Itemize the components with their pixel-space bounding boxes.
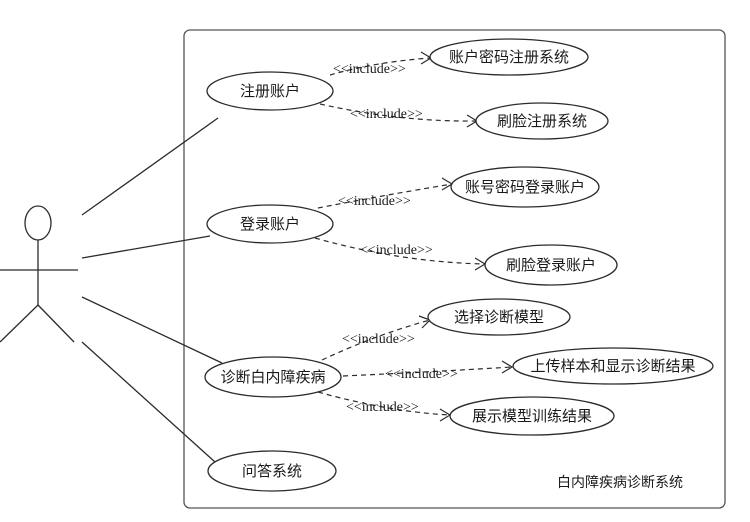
use-case-login: 登录账户 xyxy=(206,204,334,244)
use-case-upload-show: 上传样本和显示诊断结果 xyxy=(512,347,714,385)
include-edge-select-model xyxy=(321,319,431,361)
include-label: <<include>> xyxy=(338,194,411,209)
association-login xyxy=(81,235,211,259)
include-label: <<include>> xyxy=(385,367,458,382)
include-label: <<include>> xyxy=(342,332,415,347)
use-case-label: 注册账户 xyxy=(240,82,300,100)
include-edge-pwd-register xyxy=(329,57,431,76)
include-label: <<include>> xyxy=(360,243,433,258)
use-case-label: 账号密码登录账户 xyxy=(465,178,585,196)
actor-right-leg xyxy=(37,304,75,343)
use-case-register: 注册账户 xyxy=(206,71,334,111)
include-edge-upload-show xyxy=(342,366,513,377)
use-case-label: 诊断白内障疾病 xyxy=(220,368,325,386)
use-case-pwd-login: 账号密码登录账户 xyxy=(450,166,600,208)
actor-user xyxy=(0,205,78,343)
actor-head xyxy=(24,205,52,241)
use-case-label: 问答系统 xyxy=(242,462,302,480)
actor-left-leg xyxy=(0,304,39,343)
association-register xyxy=(81,117,219,216)
include-edge-face-login xyxy=(314,237,485,265)
use-case-label: 刷脸注册系统 xyxy=(497,112,587,130)
include-label: <<include>> xyxy=(333,62,406,77)
use-case-label: 选择诊断模型 xyxy=(454,308,544,326)
system-name-label: 白内障疾病诊断系统 xyxy=(557,475,683,491)
use-case-label: 展示模型训练结果 xyxy=(472,407,592,425)
include-edge-pwd-login xyxy=(317,183,453,209)
use-case-label: 刷脸登录账户 xyxy=(506,256,596,274)
use-case-select-model: 选择诊断模型 xyxy=(427,298,571,336)
use-case-face-register: 刷脸注册系统 xyxy=(475,102,609,140)
use-case-label: 上传样本和显示诊断结果 xyxy=(530,357,695,375)
include-edge-show-training xyxy=(317,391,451,416)
use-case-label: 账户密码注册系统 xyxy=(449,48,569,66)
use-case-diagnose: 诊断白内障疾病 xyxy=(204,356,342,398)
association-diagnose xyxy=(81,296,223,364)
include-label: <<include>> xyxy=(346,400,419,415)
association-qa xyxy=(81,341,216,463)
include-edge-face-register xyxy=(319,103,477,122)
system-boundary xyxy=(183,29,726,509)
use-case-face-login: 刷脸登录账户 xyxy=(484,244,618,286)
use-case-label: 登录账户 xyxy=(240,215,300,233)
include-arrowhead xyxy=(501,360,514,374)
use-case-pwd-register: 账户密码注册系统 xyxy=(429,38,589,76)
include-label: <<include>> xyxy=(350,107,423,122)
use-case-show-training: 展示模型训练结果 xyxy=(449,396,615,436)
use-case-qa: 问答系统 xyxy=(207,450,337,492)
